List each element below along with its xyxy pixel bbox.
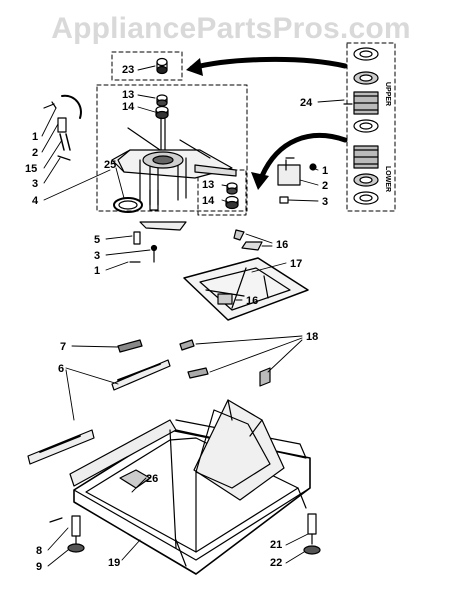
callout-18: 18 bbox=[306, 331, 318, 343]
box-13-14 bbox=[197, 169, 247, 216]
callout-3-left: 3 bbox=[32, 178, 38, 190]
callout-15: 15 bbox=[25, 163, 37, 175]
callout-3-bottom: 3 bbox=[94, 250, 100, 262]
callout-13-upper: 13 bbox=[122, 89, 134, 101]
part-25-ring bbox=[113, 197, 143, 213]
watermark: AppliancePartsPros.com bbox=[51, 12, 411, 45]
bottom-bracket-hardware bbox=[129, 221, 187, 263]
part-13-14-upper bbox=[155, 94, 169, 120]
part-7 bbox=[117, 339, 143, 353]
box-bearings bbox=[346, 42, 396, 212]
callout-numbers: 23 13 14 1 2 15 3 4 25 13 14 1 2 3 24 5 … bbox=[25, 64, 328, 573]
part-17-frame bbox=[183, 257, 309, 321]
callout-7: 7 bbox=[60, 341, 66, 353]
pointer-arrows bbox=[186, 56, 348, 190]
callout-9: 9 bbox=[36, 561, 42, 573]
callout-3-right: 3 bbox=[322, 196, 328, 208]
leveling-legs bbox=[49, 513, 321, 555]
callout-14-lower: 14 bbox=[202, 195, 215, 207]
bearings-set bbox=[343, 47, 379, 205]
callout-6: 6 bbox=[58, 363, 64, 375]
callout-2-left: 2 bbox=[32, 147, 38, 159]
callout-21: 21 bbox=[270, 539, 282, 551]
callout-13-lower: 13 bbox=[202, 179, 214, 191]
callout-24: 24 bbox=[300, 97, 313, 109]
callout-1-bottom: 1 bbox=[94, 265, 100, 277]
part-16-pieces bbox=[233, 229, 263, 251]
callout-1-left: 1 bbox=[32, 131, 38, 143]
callout-23: 23 bbox=[122, 64, 134, 76]
part-18-clips bbox=[179, 339, 271, 387]
leader-lines bbox=[41, 65, 345, 567]
callout-17: 17 bbox=[290, 258, 302, 270]
callout-14-upper: 14 bbox=[122, 101, 135, 113]
callout-22: 22 bbox=[270, 557, 282, 569]
label-upper: UPPER bbox=[384, 82, 391, 106]
callout-8: 8 bbox=[36, 545, 42, 557]
box-assembly bbox=[96, 84, 248, 212]
callout-2-right: 2 bbox=[322, 180, 328, 192]
callout-5: 5 bbox=[94, 234, 100, 246]
callout-boxes bbox=[96, 42, 396, 216]
callout-4: 4 bbox=[32, 195, 39, 207]
left-hardware bbox=[43, 94, 82, 161]
part-6-rails bbox=[27, 359, 171, 465]
base-frame bbox=[69, 399, 311, 575]
label-lower: LOWER bbox=[384, 166, 391, 192]
right-hardware bbox=[277, 157, 317, 204]
suspension-assembly bbox=[111, 117, 237, 211]
part-13-14-lower bbox=[225, 182, 239, 210]
callout-26: 26 bbox=[146, 473, 158, 485]
callout-1-right: 1 bbox=[322, 165, 328, 177]
callout-25: 25 bbox=[104, 159, 116, 171]
box-23 bbox=[111, 51, 183, 81]
callout-19: 19 bbox=[108, 557, 120, 569]
callout-16-top: 16 bbox=[276, 239, 288, 251]
part-23 bbox=[156, 57, 168, 75]
callout-16-frame: 16 bbox=[246, 295, 258, 307]
